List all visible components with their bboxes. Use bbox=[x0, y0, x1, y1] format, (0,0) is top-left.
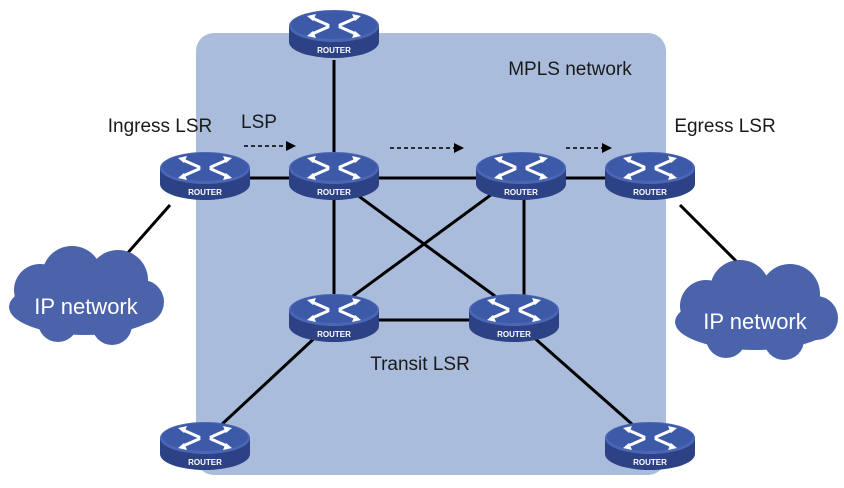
mpls-region bbox=[196, 33, 666, 475]
router-label: ROUTER bbox=[317, 330, 351, 339]
cloud-right: IP network bbox=[675, 260, 838, 360]
router-label: ROUTER bbox=[317, 188, 351, 197]
link-bottom-right bbox=[513, 318, 651, 442]
mpls-network-label: MPLS network bbox=[508, 59, 632, 80]
lsp-label: LSP bbox=[241, 112, 277, 133]
transit-lsr-label: Transit LSR bbox=[370, 354, 470, 375]
router-label: ROUTER bbox=[497, 330, 531, 339]
ingress-lsr-label: Ingress LSR bbox=[108, 116, 213, 137]
lsp-arrows bbox=[244, 141, 612, 153]
router-top: ROUTER bbox=[287, 8, 381, 60]
router-bottom-right: ROUTER bbox=[603, 420, 697, 472]
router-ingress: ROUTER bbox=[158, 150, 252, 202]
cloud-right-label: IP network bbox=[703, 309, 808, 334]
router-transit-right: ROUTER bbox=[467, 292, 561, 344]
cloud-left-label: IP network bbox=[34, 294, 139, 319]
router-transit-left: ROUTER bbox=[287, 292, 381, 344]
router-label: ROUTER bbox=[188, 458, 222, 467]
router-label: ROUTER bbox=[633, 458, 667, 467]
router-label: ROUTER bbox=[633, 188, 667, 197]
router-label: ROUTER bbox=[188, 188, 222, 197]
router-egress: ROUTER bbox=[603, 150, 697, 202]
cloud-icon bbox=[675, 260, 838, 360]
router-label: ROUTER bbox=[504, 188, 538, 197]
router-bottom-left: ROUTER bbox=[158, 420, 252, 472]
cloud-icon bbox=[9, 246, 164, 345]
router-center: ROUTER bbox=[287, 150, 381, 202]
router-right-center: ROUTER bbox=[474, 150, 568, 202]
router-label: ROUTER bbox=[317, 46, 351, 55]
egress-lsr-label: Egress LSR bbox=[674, 116, 775, 137]
link-right-diagonal bbox=[333, 176, 515, 312]
cloud-left: IP network bbox=[9, 246, 164, 345]
